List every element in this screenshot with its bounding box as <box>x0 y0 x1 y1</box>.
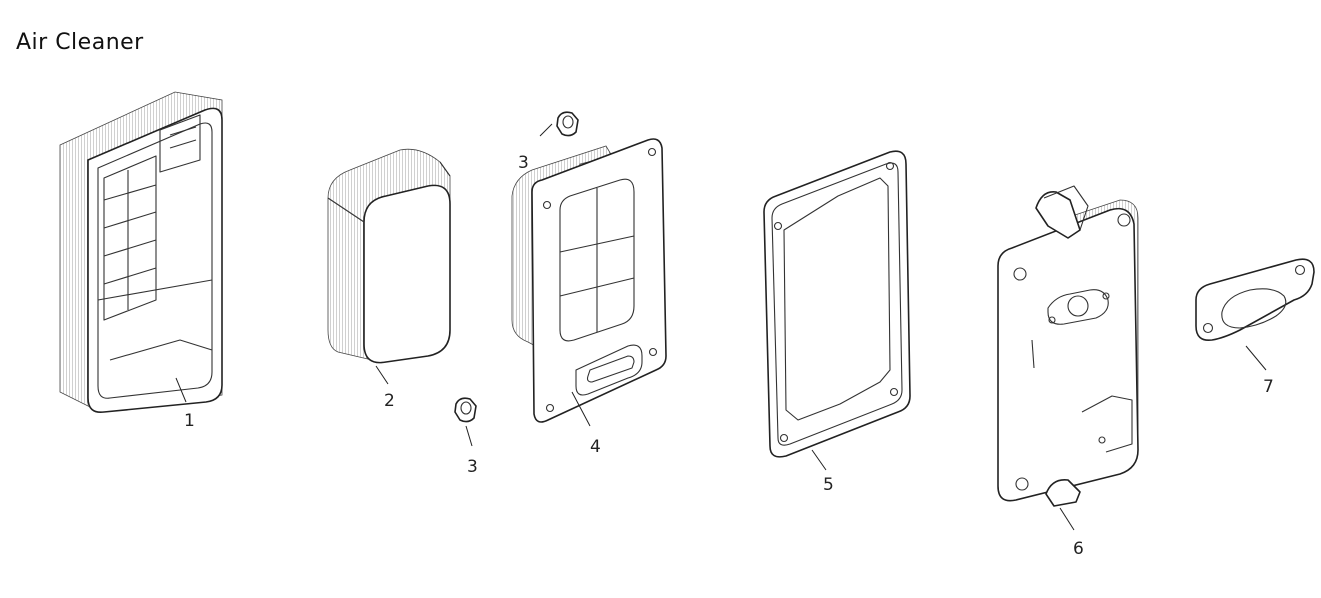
part-7-small-gasket[interactable] <box>1195 258 1315 342</box>
callout-3-lower: 3 <box>467 457 478 477</box>
callout-2: 2 <box>384 391 395 411</box>
part-3-nut-upper[interactable] <box>556 111 579 137</box>
part-1-air-cleaner-base[interactable] <box>59 91 223 414</box>
part-4-filter-bracket[interactable] <box>511 138 667 423</box>
page-title: Air Cleaner <box>16 30 144 55</box>
part-5-gasket[interactable] <box>763 150 911 458</box>
leader-lines <box>175 123 1267 531</box>
part-6-cover[interactable] <box>997 185 1139 507</box>
callout-6: 6 <box>1073 539 1084 559</box>
callout-1: 1 <box>184 411 195 431</box>
callout-3-upper: 3 <box>518 153 529 173</box>
callout-7: 7 <box>1263 377 1274 397</box>
callout-5: 5 <box>823 475 834 495</box>
part-3-nut-lower[interactable] <box>454 397 477 423</box>
part-2-foam-element[interactable] <box>327 148 451 364</box>
callout-4: 4 <box>590 437 601 457</box>
